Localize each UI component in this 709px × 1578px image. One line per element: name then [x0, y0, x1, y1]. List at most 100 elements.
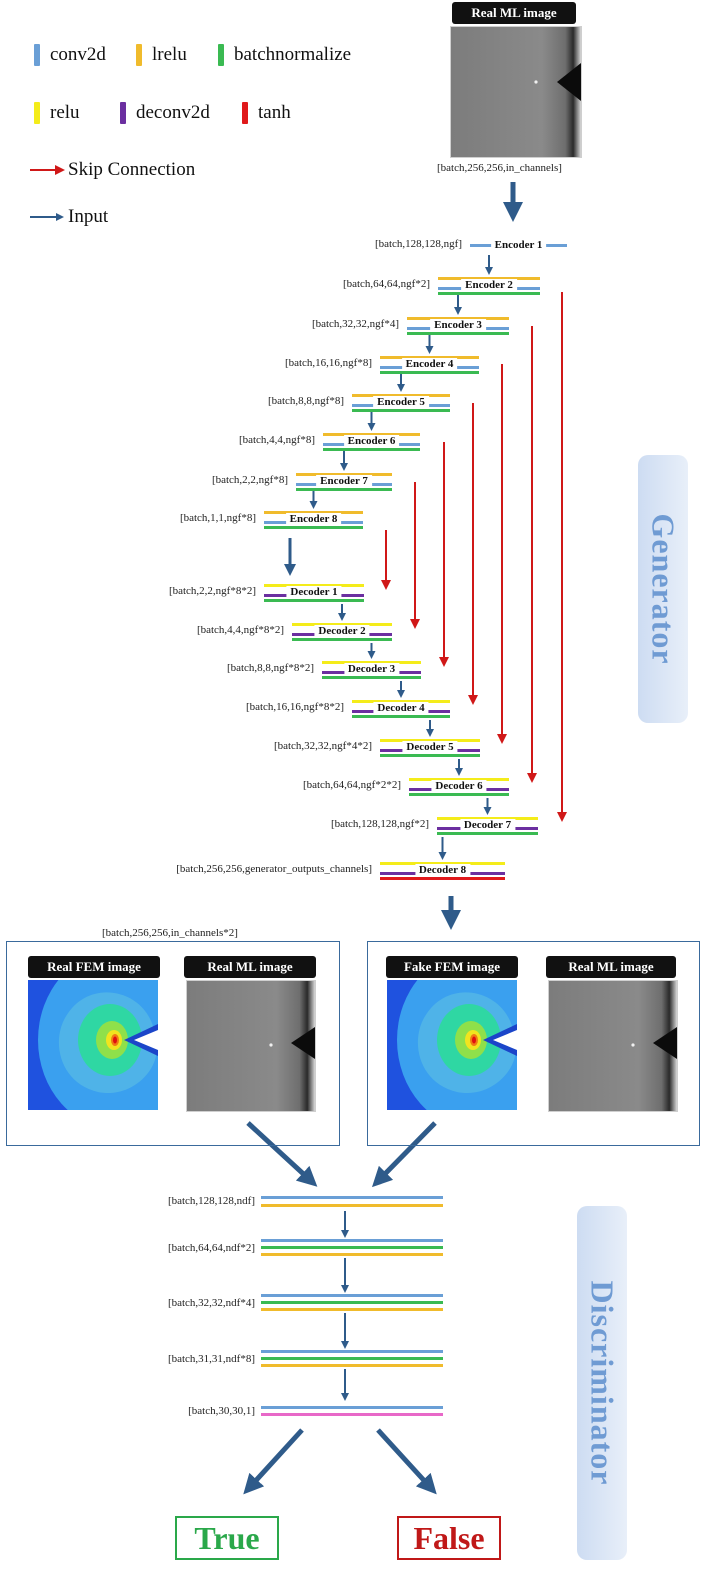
encoder-8-lrelu-strip — [264, 511, 363, 514]
disc-layer-3-shape: [batch,32,32,ndf*4] — [167, 1297, 255, 1309]
decoder-7-relu-strip — [437, 817, 538, 820]
encoder-8-title: Encoder 8 — [285, 513, 342, 525]
input-image-label: Real ML image — [452, 2, 576, 24]
encoder-6-shape: [batch,4,4,ngf*8] — [238, 434, 315, 446]
encoder-3-title: Encoder 3 — [430, 319, 486, 331]
legend-skip-label: Skip Connection — [68, 159, 196, 180]
decoder-4-bn-strip — [352, 715, 450, 718]
disc-layer-5-conv-strip — [261, 1406, 443, 1409]
encoder-5-shape: [batch,8,8,ngf*8] — [267, 395, 344, 407]
encoder-3-lrelu-strip — [407, 317, 509, 320]
encoder-5-title: Encoder 5 — [373, 396, 429, 408]
discriminator-side-label: Discriminator — [577, 1206, 627, 1560]
real-fem-image — [28, 980, 158, 1110]
decoder-6-shape: [batch,64,64,ngf*2*2] — [302, 779, 401, 791]
encoder-8-shape: [batch,1,1,ngf*8] — [179, 512, 256, 524]
encoder-3-shape: [batch,32,32,ngf*4] — [311, 318, 399, 330]
legend-conv2d-label: conv2d — [50, 44, 106, 65]
legend-deconv2d-swatch — [120, 102, 126, 124]
disc-layer-4-bn-strip — [261, 1357, 443, 1360]
decoder-6-title: Decoder 6 — [431, 780, 487, 792]
legend-batchnormalize-label: batchnormalize — [234, 44, 352, 65]
disc-layer-3-conv-strip — [261, 1294, 443, 1297]
encoder-4-lrelu-strip — [380, 356, 479, 359]
encoder-1-shape: [batch,128,128,ngf] — [374, 238, 462, 250]
decoder-5-title: Decoder 5 — [402, 741, 458, 753]
legend-relu-label: relu — [50, 102, 80, 123]
disc-layer-2-bn-strip — [261, 1246, 443, 1249]
decoder-8-tanh-strip — [380, 877, 505, 880]
disc-layer-2-lrelu-strip — [261, 1253, 443, 1256]
encoder-2-bn-strip — [438, 292, 540, 295]
decoder-1-title: Decoder 1 — [286, 586, 342, 598]
encoder-7-shape: [batch,2,2,ngf*8] — [211, 474, 288, 486]
disc-layer-4-conv-strip — [261, 1350, 443, 1353]
false-output-box: False — [397, 1516, 501, 1560]
decoder-4-relu-strip — [352, 700, 450, 703]
encoder-4-shape: [batch,16,16,ngf*8] — [284, 357, 372, 369]
encoder-5-lrelu-strip — [352, 394, 450, 397]
encoder-4-bn-strip — [380, 371, 479, 374]
discriminator-title: Discriminator — [584, 1280, 621, 1486]
encoder-6-lrelu-strip — [323, 433, 420, 436]
legend-input-label: Input — [68, 206, 109, 227]
legend-tanh-label: tanh — [258, 102, 291, 123]
disc-to-false-arrow — [376, 1428, 437, 1495]
decoder-3-shape: [batch,8,8,ngf*8*2] — [226, 662, 314, 674]
decoder-8-relu-strip — [380, 862, 505, 865]
decoder-2-bn-strip — [292, 638, 392, 641]
decoder-6-bn-strip — [409, 793, 509, 796]
encoder-2-shape: [batch,64,64,ngf*2] — [342, 278, 430, 290]
fake-pair-to-disc-arrow — [371, 1121, 437, 1188]
encoder-7-lrelu-strip — [296, 473, 392, 476]
fake-fem-image — [387, 980, 517, 1110]
true-output-box: True — [175, 1516, 279, 1560]
disc-layer-2-shape: [batch,64,64,ndf*2] — [167, 1242, 255, 1254]
input-ml-image — [450, 26, 582, 158]
disc-layer-1-shape: [batch,128,128,ndf] — [167, 1195, 255, 1207]
disc-layer-1-conv-strip — [261, 1196, 443, 1199]
decoder-7-title: Decoder 7 — [459, 819, 516, 831]
decoder-7-shape: [batch,128,128,ngf*2] — [330, 818, 429, 830]
legend-lrelu-label: lrelu — [152, 44, 187, 65]
decoder-6-relu-strip — [409, 778, 509, 781]
decoder-2-title: Decoder 2 — [314, 625, 370, 637]
decoder-4-title: Decoder 4 — [373, 702, 429, 714]
encoder-3-bn-strip — [407, 332, 509, 335]
decoder-1-shape: [batch,2,2,ngf*8*2] — [168, 585, 256, 597]
real-ml-label-right: Real ML image — [546, 956, 676, 978]
disc-layer-2-conv-strip — [261, 1239, 443, 1242]
disc-layer-1-lrelu-strip — [261, 1204, 443, 1207]
disc-layer-5-shape: [batch,30,30,1] — [188, 1405, 255, 1417]
disc-layer-4-lrelu-strip — [261, 1364, 443, 1367]
legend-tanh-swatch — [242, 102, 248, 124]
decoder-5-relu-strip — [380, 739, 480, 742]
real-pair-to-disc-arrow — [246, 1121, 318, 1187]
decoder-2-relu-strip — [292, 623, 392, 626]
legend-lrelu-swatch — [136, 44, 142, 66]
decoder-8-shape: [batch,256,256,generator_outputs_channel… — [176, 863, 372, 875]
encoder-2-lrelu-strip — [438, 277, 540, 280]
legend-batchnormalize-swatch — [218, 44, 224, 66]
encoder-7-title: Encoder 7 — [316, 475, 372, 487]
decoder-2-shape: [batch,4,4,ngf*8*2] — [196, 624, 284, 636]
encoder-7-bn-strip — [296, 488, 392, 491]
fake-pair-panel — [367, 941, 700, 1146]
encoder-6-bn-strip — [323, 448, 420, 451]
generator-side-label: Generator — [638, 455, 688, 723]
real-ml-image-right — [548, 980, 678, 1112]
decoder-3-bn-strip — [322, 676, 421, 679]
decoder-3-relu-strip — [322, 661, 421, 664]
decoder-1-bn-strip — [264, 599, 364, 602]
decoder-4-shape: [batch,16,16,ngf*8*2] — [245, 701, 344, 713]
real-pair-panel — [6, 941, 340, 1146]
input-shape-label: [batch,256,256,in_channels] — [437, 162, 562, 174]
legend-deconv2d-label: deconv2d — [136, 102, 210, 123]
decoder-7-bn-strip — [437, 832, 538, 835]
encoder-1-title: Encoder 1 — [490, 239, 547, 251]
disc-layer-3-bn-strip — [261, 1301, 443, 1304]
pair-shape-label: [batch,256,256,in_channels*2] — [102, 927, 238, 939]
real-ml-label-left: Real ML image — [184, 956, 316, 978]
